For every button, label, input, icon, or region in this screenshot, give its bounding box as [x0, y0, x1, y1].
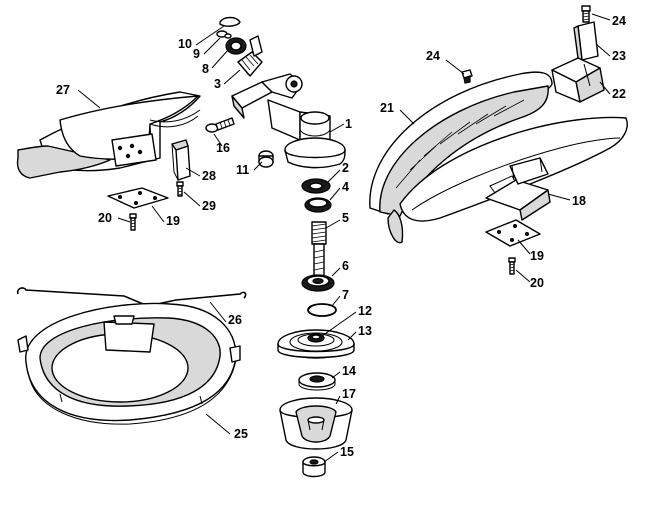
part-20-screw-right: [508, 257, 516, 275]
callout-28: 28: [202, 169, 216, 183]
callout-13: 13: [358, 324, 372, 338]
part-23-blade: [573, 21, 599, 61]
callout-8: 8: [202, 62, 209, 76]
part-9-washer: [216, 30, 232, 39]
callout-15: 15: [340, 445, 354, 459]
part-10-circlip: [219, 16, 241, 27]
callout-20-right: 20: [530, 276, 544, 290]
callout-25: 25: [234, 427, 248, 441]
part-16-screw: [205, 117, 235, 133]
callout-4: 4: [342, 180, 349, 194]
part-5-shaft: [311, 221, 327, 277]
callout-20-left: 20: [98, 211, 112, 225]
part-6-bearing: [301, 274, 335, 292]
callout-3: 3: [214, 77, 221, 91]
part-19-plate-right: [485, 219, 541, 247]
callout-17: 17: [342, 387, 356, 401]
part-8-bearing: [225, 37, 247, 55]
callout-14: 14: [342, 364, 356, 378]
callout-19-right: 19: [530, 249, 544, 263]
part-22-blade-holder: [551, 57, 605, 103]
leader-lines: [77, 13, 611, 463]
callout-11: 11: [236, 163, 249, 177]
part-15-nut: [302, 456, 326, 478]
part-14-washer: [298, 372, 336, 391]
part-24-screw-right: [581, 5, 591, 23]
part-4-bearing: [304, 197, 332, 213]
callout-6: 6: [342, 259, 349, 273]
part-2-bearing: [301, 178, 331, 194]
part-1-gear-housing: [231, 73, 346, 169]
callout-27: 27: [56, 83, 70, 97]
part-3-bevel-gear: [237, 35, 263, 77]
callout-16: 16: [216, 141, 230, 155]
part-13-thrust-plate: [277, 329, 355, 359]
callout-18: 18: [572, 194, 586, 208]
callout-5: 5: [342, 211, 349, 225]
part-20-screw-left: [129, 213, 137, 231]
part-18-bracket: [485, 157, 551, 221]
callout-1: 1: [345, 117, 352, 131]
part-25-guard-base: [17, 302, 241, 425]
part-19-plate-left: [107, 187, 169, 209]
callout-labels: 10 9 8 3 27 16 11 1 2 4 5 6 7 12 13 14 1…: [56, 14, 626, 459]
callout-10: 10: [178, 37, 192, 51]
callout-24-right: 24: [612, 14, 626, 28]
callout-24-left: 24: [426, 49, 440, 63]
callout-7: 7: [342, 288, 349, 302]
callout-21: 21: [380, 101, 394, 115]
part-12-collar: [307, 333, 325, 343]
part-7-snap-ring: [307, 303, 337, 317]
callout-19-left: 19: [166, 214, 180, 228]
part-11-nut: [258, 150, 274, 168]
callout-29: 29: [202, 199, 216, 213]
callout-12: 12: [358, 304, 372, 318]
part-17-mowing-cup: [279, 397, 353, 450]
callout-23: 23: [612, 49, 626, 63]
part-28-bracket: [171, 139, 191, 181]
callout-26: 26: [228, 313, 242, 327]
callout-22: 22: [612, 87, 626, 101]
part-27-deflector-shield: [16, 91, 201, 179]
callout-2: 2: [342, 161, 349, 175]
part-24-screw-left: [461, 69, 473, 84]
callout-9: 9: [193, 47, 200, 61]
part-29-screw: [176, 181, 184, 197]
